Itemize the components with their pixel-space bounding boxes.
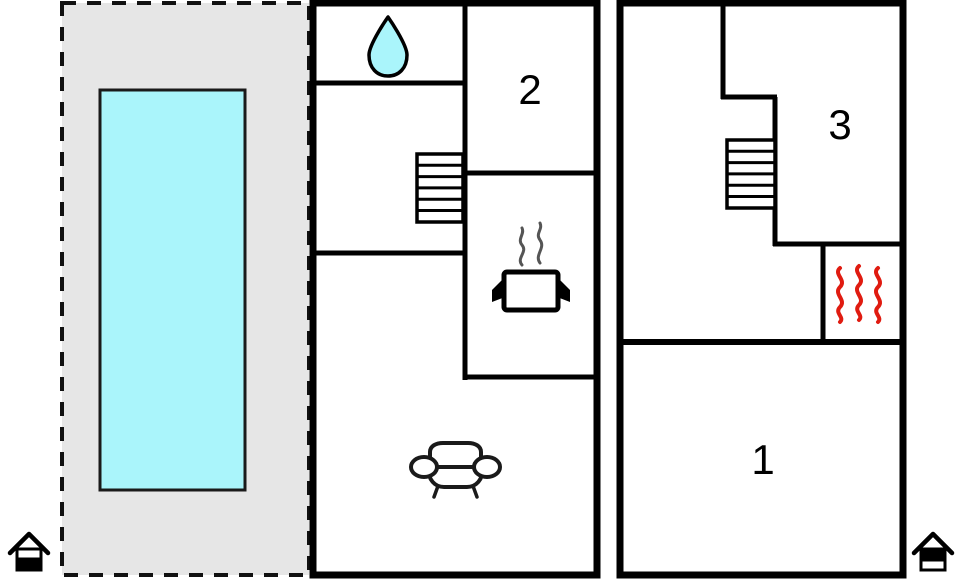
- sofa-leg: [471, 484, 479, 499]
- cooking-pot-icon: [492, 221, 570, 313]
- room-label-1: 1: [751, 436, 774, 483]
- heat-wave: [836, 266, 844, 324]
- sofa-armrest-right: [472, 455, 502, 479]
- sofa-backrest: [428, 441, 483, 469]
- room-label-3: 3: [828, 101, 851, 148]
- swimming-pool-group: [98, 88, 247, 492]
- room-label-2: 2: [518, 66, 541, 113]
- right-building-outline: [616, 0, 907, 579]
- house-body-fill: [15, 557, 43, 572]
- house-marker-icon[interactable]: [7, 531, 51, 572]
- house-body-fill: [919, 547, 947, 562]
- water-drop-icon: [367, 15, 409, 78]
- sofa-leg: [432, 484, 440, 499]
- swimming-pool: [98, 88, 247, 492]
- right-building: 3 1: [616, 0, 907, 579]
- sofa-armrest-left: [409, 455, 439, 479]
- house-roof: [911, 531, 955, 556]
- heating-icon: [836, 264, 882, 324]
- heat-wave: [874, 266, 882, 324]
- middle-building: 2: [309, 0, 601, 579]
- sofa-icon: [409, 441, 502, 499]
- stairs-icon: [415, 152, 465, 224]
- steam-wisp: [536, 221, 544, 265]
- stairs-icon: [725, 138, 777, 210]
- pot-body: [501, 269, 561, 313]
- house-roof: [7, 531, 51, 556]
- steam-wisp: [518, 226, 526, 267]
- heat-wave: [855, 264, 863, 322]
- house-marker-icon[interactable]: [911, 531, 955, 572]
